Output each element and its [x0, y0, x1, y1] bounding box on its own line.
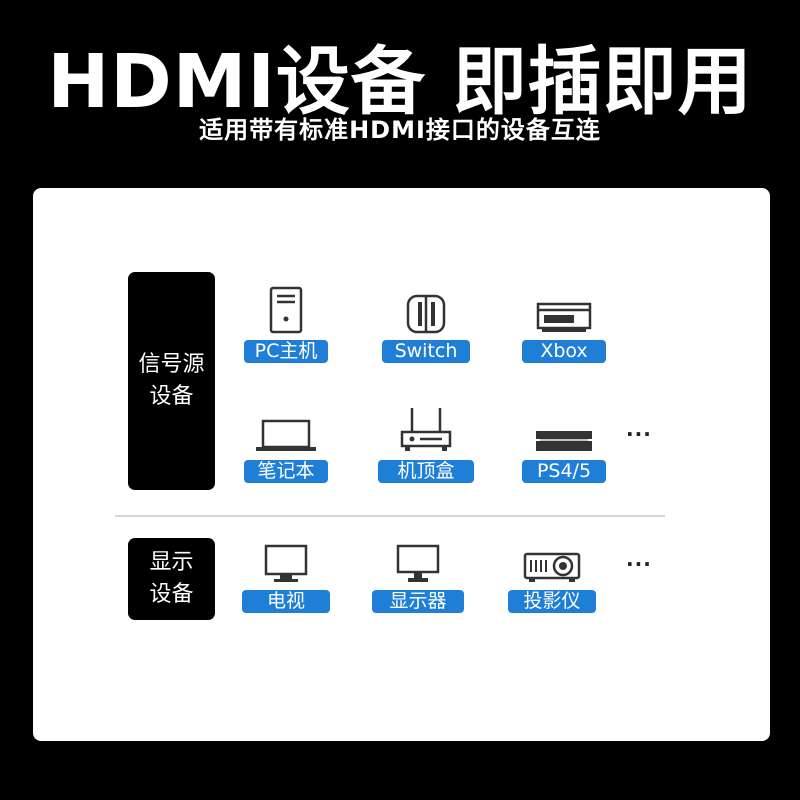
- pc-tower-icon: [231, 284, 341, 334]
- more-display-devices: ···: [626, 552, 652, 576]
- device-projector: 投影仪: [497, 534, 607, 624]
- device-label-switch: Switch: [382, 340, 470, 363]
- device-label-laptop: 笔记本: [244, 460, 328, 483]
- switch-console-icon: [371, 284, 481, 334]
- monitor-icon: [363, 534, 473, 584]
- device-playstation: PS4/5: [509, 404, 619, 494]
- device-label-ps: PS4/5: [522, 460, 606, 483]
- xbox-console-icon: [509, 284, 619, 334]
- device-label-xbox: Xbox: [522, 340, 606, 363]
- device-set-top-box: 机顶盒: [371, 404, 481, 494]
- device-laptop: 笔记本: [231, 404, 341, 494]
- set-top-box-icon: [371, 404, 481, 454]
- display-category-line1: 显示: [149, 550, 194, 575]
- source-category-line1: 信号源: [138, 352, 205, 377]
- display-category-line2: 设备: [149, 582, 194, 607]
- device-panel: 信号源 设备 PC主机 Switch: [33, 188, 770, 741]
- device-label-tv: 电视: [242, 590, 330, 613]
- source-devices-category: 信号源 设备: [128, 272, 215, 490]
- device-label-monitor: 显示器: [372, 590, 464, 613]
- page-subtitle: 适用带有标准HDMI接口的设备互连: [199, 116, 601, 144]
- section-divider: [115, 515, 665, 517]
- source-category-line2: 设备: [149, 384, 194, 409]
- device-xbox: Xbox: [509, 284, 619, 374]
- playstation-icon: [509, 404, 619, 454]
- device-monitor: 显示器: [363, 534, 473, 624]
- device-switch: Switch: [371, 284, 481, 374]
- laptop-icon: [231, 404, 341, 454]
- device-tv: 电视: [231, 534, 341, 624]
- device-label-pc: PC主机: [244, 340, 328, 363]
- tv-icon: [231, 534, 341, 584]
- page-title: HDMI设备 即插即用: [47, 39, 753, 125]
- device-label-projector: 投影仪: [508, 590, 596, 613]
- device-label-set-top-box: 机顶盒: [378, 460, 474, 483]
- device-pc: PC主机: [231, 284, 341, 374]
- display-devices-category: 显示 设备: [128, 538, 215, 620]
- more-source-devices: ···: [626, 422, 652, 446]
- projector-icon: [497, 534, 607, 584]
